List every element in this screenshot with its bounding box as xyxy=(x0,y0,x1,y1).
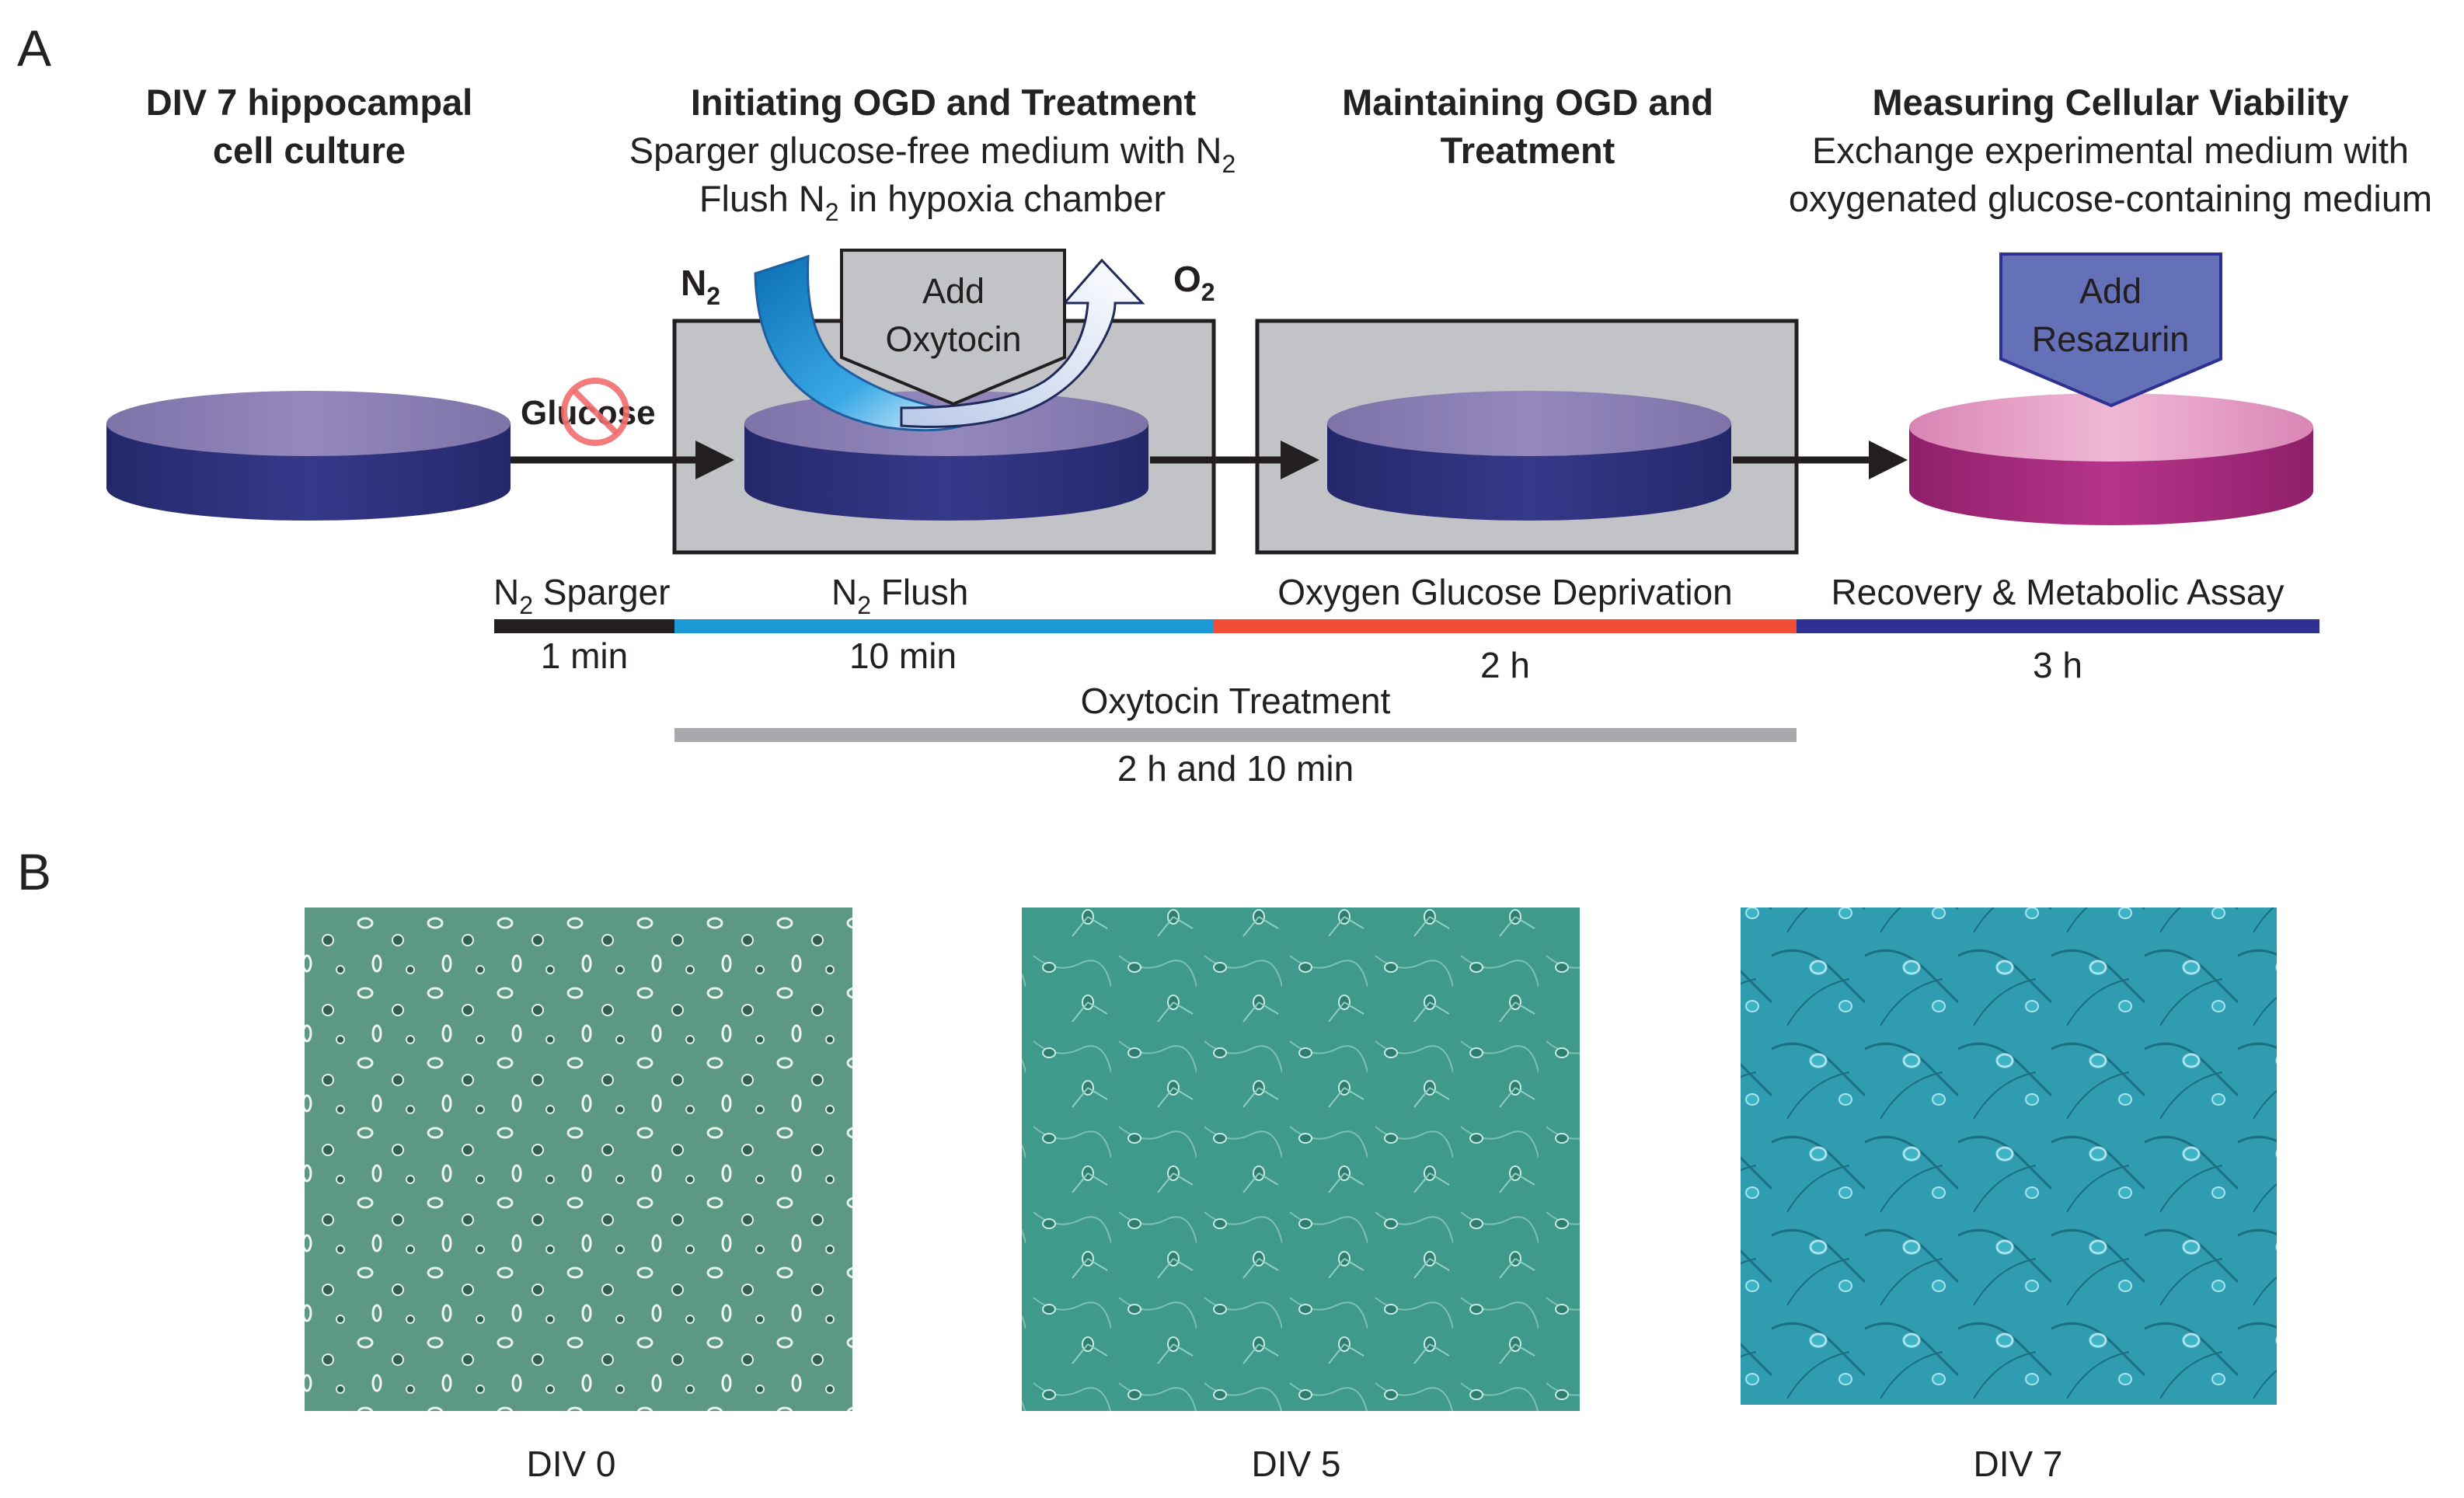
step3-heading: Maintaining OGD and Treatment xyxy=(1342,82,1713,171)
recovery-time: 3 h xyxy=(2033,645,2082,685)
o2-outflow-arrow xyxy=(900,258,1145,428)
step1-heading: DIV 7 hippocampal cell culture xyxy=(146,82,472,171)
oxytocin-treatment-bar xyxy=(674,728,1797,742)
micrograph-div0-caption: DIV 0 xyxy=(526,1444,615,1484)
step4-desc-line2: oxygenated glucose-containing medium xyxy=(1789,178,2432,219)
n2-sparger-time: 1 min xyxy=(541,636,628,676)
n2-flush-time: 10 min xyxy=(849,636,957,676)
micrograph-div5-image xyxy=(1022,908,1580,1411)
culture-dish-3 xyxy=(1327,391,1731,521)
n2-sparger-bar xyxy=(494,619,674,633)
micrograph-div0: DIV 0 xyxy=(305,908,852,1484)
step1-heading-line1: DIV 7 hippocampal xyxy=(146,82,472,123)
n2-flush-label: N2 Flush xyxy=(831,572,968,619)
n2-label: N2 xyxy=(681,263,720,310)
ogd-bar xyxy=(1214,619,1797,633)
o2-label: O2 xyxy=(1173,259,1215,306)
step1-heading-line2: cell culture xyxy=(213,130,406,171)
micrograph-div7-caption: DIV 7 xyxy=(1973,1444,2062,1484)
add-oxytocin-line1: Add xyxy=(922,271,985,311)
add-oxytocin-arrow: Add Oxytocin xyxy=(840,249,1066,406)
micrograph-div5-caption: DIV 5 xyxy=(1251,1444,1340,1484)
micrograph-div5: DIV 5 xyxy=(1022,908,1580,1484)
step4-title: Measuring Cellular Viability xyxy=(1873,82,2349,123)
oxytocin-treatment-time: 2 h and 10 min xyxy=(1117,748,1354,789)
step2-title: Initiating OGD and Treatment xyxy=(691,82,1197,123)
resazurin-dish xyxy=(1909,393,2313,525)
step3-heading-line2: Treatment xyxy=(1441,130,1615,171)
micrograph-div0-image xyxy=(305,908,852,1411)
glucose-label: Glucose xyxy=(521,394,656,432)
panel-a-label: A xyxy=(17,19,51,77)
culture-dish-1 xyxy=(106,391,511,521)
recovery-bar xyxy=(1797,619,2319,633)
add-resazurin-line2: Resazurin xyxy=(2032,319,2190,359)
timeline: N2 Sparger N2 Flush Oxygen Glucose Depri… xyxy=(493,572,2319,789)
add-resazurin-line1: Add xyxy=(2079,271,2142,311)
step3-heading-line1: Maintaining OGD and xyxy=(1342,82,1713,123)
step2-heading: Initiating OGD and Treatment Sparger glu… xyxy=(629,82,1236,226)
ogd-time: 2 h xyxy=(1480,645,1530,685)
step4-desc-line1: Exchange experimental medium with xyxy=(1812,130,2409,171)
n2-sparger-label: N2 Sparger xyxy=(493,572,670,619)
oxytocin-treatment-label: Oxytocin Treatment xyxy=(1081,681,1391,721)
micrograph-div7: DIV 7 xyxy=(1741,908,2277,1484)
n2-flush-bar xyxy=(674,619,1214,633)
no-glucose-icon: Glucose xyxy=(521,378,656,446)
step2-desc-line1: Sparger glucose-free medium with N2 xyxy=(629,130,1236,178)
step4-heading: Measuring Cellular Viability Exchange ex… xyxy=(1789,82,2432,219)
recovery-label: Recovery & Metabolic Assay xyxy=(1831,572,2285,612)
flow-arrows xyxy=(509,441,1908,479)
add-oxytocin-line2: Oxytocin xyxy=(885,319,1021,359)
micrograph-div7-image xyxy=(1741,908,2277,1405)
add-resazurin-arrow: Add Resazurin xyxy=(1999,253,2222,408)
panel-b-label: B xyxy=(17,843,51,901)
step2-desc-line2: Flush N2 in hypoxia chamber xyxy=(699,178,1166,226)
ogd-label: Oxygen Glucose Deprivation xyxy=(1277,572,1733,612)
